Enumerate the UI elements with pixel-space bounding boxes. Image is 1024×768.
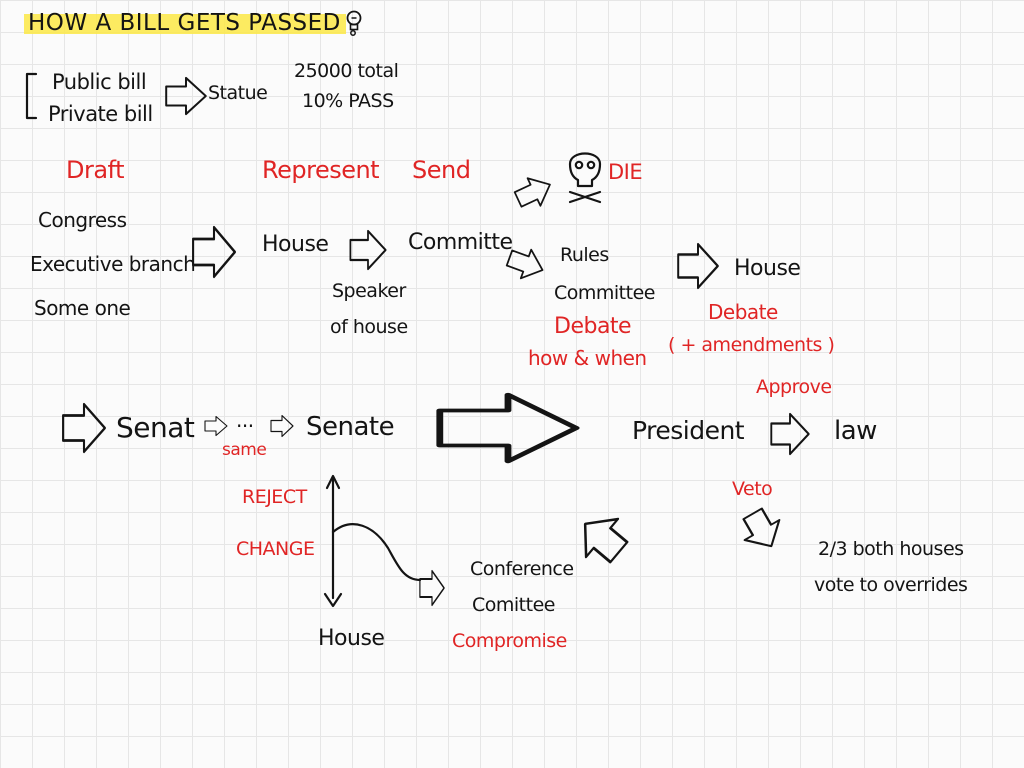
committee-to-die-arrow — [510, 169, 558, 215]
how-when-label: how & when — [528, 346, 647, 370]
ellipsis: ... — [236, 408, 254, 432]
house-result-node: House — [318, 626, 385, 651]
change-arrow-head — [323, 592, 343, 608]
draft-to-house-arrow — [191, 225, 237, 279]
rules-debate-label: Debate — [554, 314, 632, 339]
committee-node: Committe — [408, 230, 513, 255]
senate-node: Senate — [306, 412, 395, 442]
pass-rate: 10% PASS — [302, 90, 394, 112]
approve-label: Approve — [756, 376, 832, 398]
to-conference-arrow — [418, 569, 446, 607]
veto-override-arrow — [734, 502, 790, 558]
president-node: President — [632, 416, 745, 445]
drafter-someone: Some one — [34, 296, 131, 320]
skull-icon — [568, 152, 602, 204]
to-senat-arrow — [61, 402, 107, 454]
compromise-label: Compromise — [452, 630, 567, 652]
amendments-label: ( + amendments ) — [668, 334, 835, 356]
senate-to-president-arrow — [440, 395, 576, 462]
change-label: CHANGE — [236, 538, 315, 560]
rules-committee-line-2: Committee — [554, 282, 655, 304]
lightbulb-icon — [346, 10, 362, 36]
speaker-line-2: of house — [330, 316, 408, 338]
title-highlight — [24, 14, 346, 34]
president-to-law-arrow — [770, 412, 810, 456]
public-bill-label: Public bill — [52, 70, 147, 94]
bill-type-bracket — [25, 72, 38, 120]
senat-same-arrow — [204, 415, 228, 437]
same-label: same — [222, 440, 267, 460]
conference-line-1: Conference — [470, 558, 574, 580]
send-label: Send — [412, 156, 471, 184]
die-label: DIE — [608, 160, 643, 184]
senat-node: Senat — [116, 411, 195, 444]
override-line-1: 2/3 both houses — [818, 538, 964, 560]
drafter-congress: Congress — [38, 208, 127, 232]
committee-to-rules-arrow — [503, 242, 549, 286]
total-count: 25000 total — [294, 60, 399, 82]
represent-label: Represent — [262, 156, 380, 184]
conference-to-president-arrow — [567, 503, 637, 573]
reject-arrow-head — [325, 474, 341, 490]
house-debate-label: Debate — [708, 300, 778, 324]
rules-committee-line-1: Rules — [560, 244, 609, 266]
override-line-2: vote to overrides — [814, 574, 968, 596]
same-senate-arrow — [270, 414, 294, 438]
rules-to-house-arrow — [676, 242, 720, 290]
statue-arrow — [165, 76, 207, 116]
house-to-committee-arrow — [349, 229, 387, 271]
change-curve — [331, 523, 422, 582]
veto-label: Veto — [732, 478, 773, 500]
private-bill-label: Private bill — [48, 102, 153, 126]
speaker-line-1: Speaker — [332, 280, 406, 302]
house-debate-node: House — [734, 256, 801, 281]
drafter-executive-branch: Executive branch — [30, 252, 196, 276]
reject-label: REJECT — [242, 486, 307, 508]
conference-line-2: Comittee — [472, 594, 555, 616]
house-node: House — [262, 232, 329, 257]
draft-label: Draft — [66, 156, 125, 184]
page-title: HOW A BILL GETS PASSED — [28, 10, 341, 36]
law-node: law — [834, 416, 877, 446]
statue-label: Statue — [208, 82, 268, 104]
